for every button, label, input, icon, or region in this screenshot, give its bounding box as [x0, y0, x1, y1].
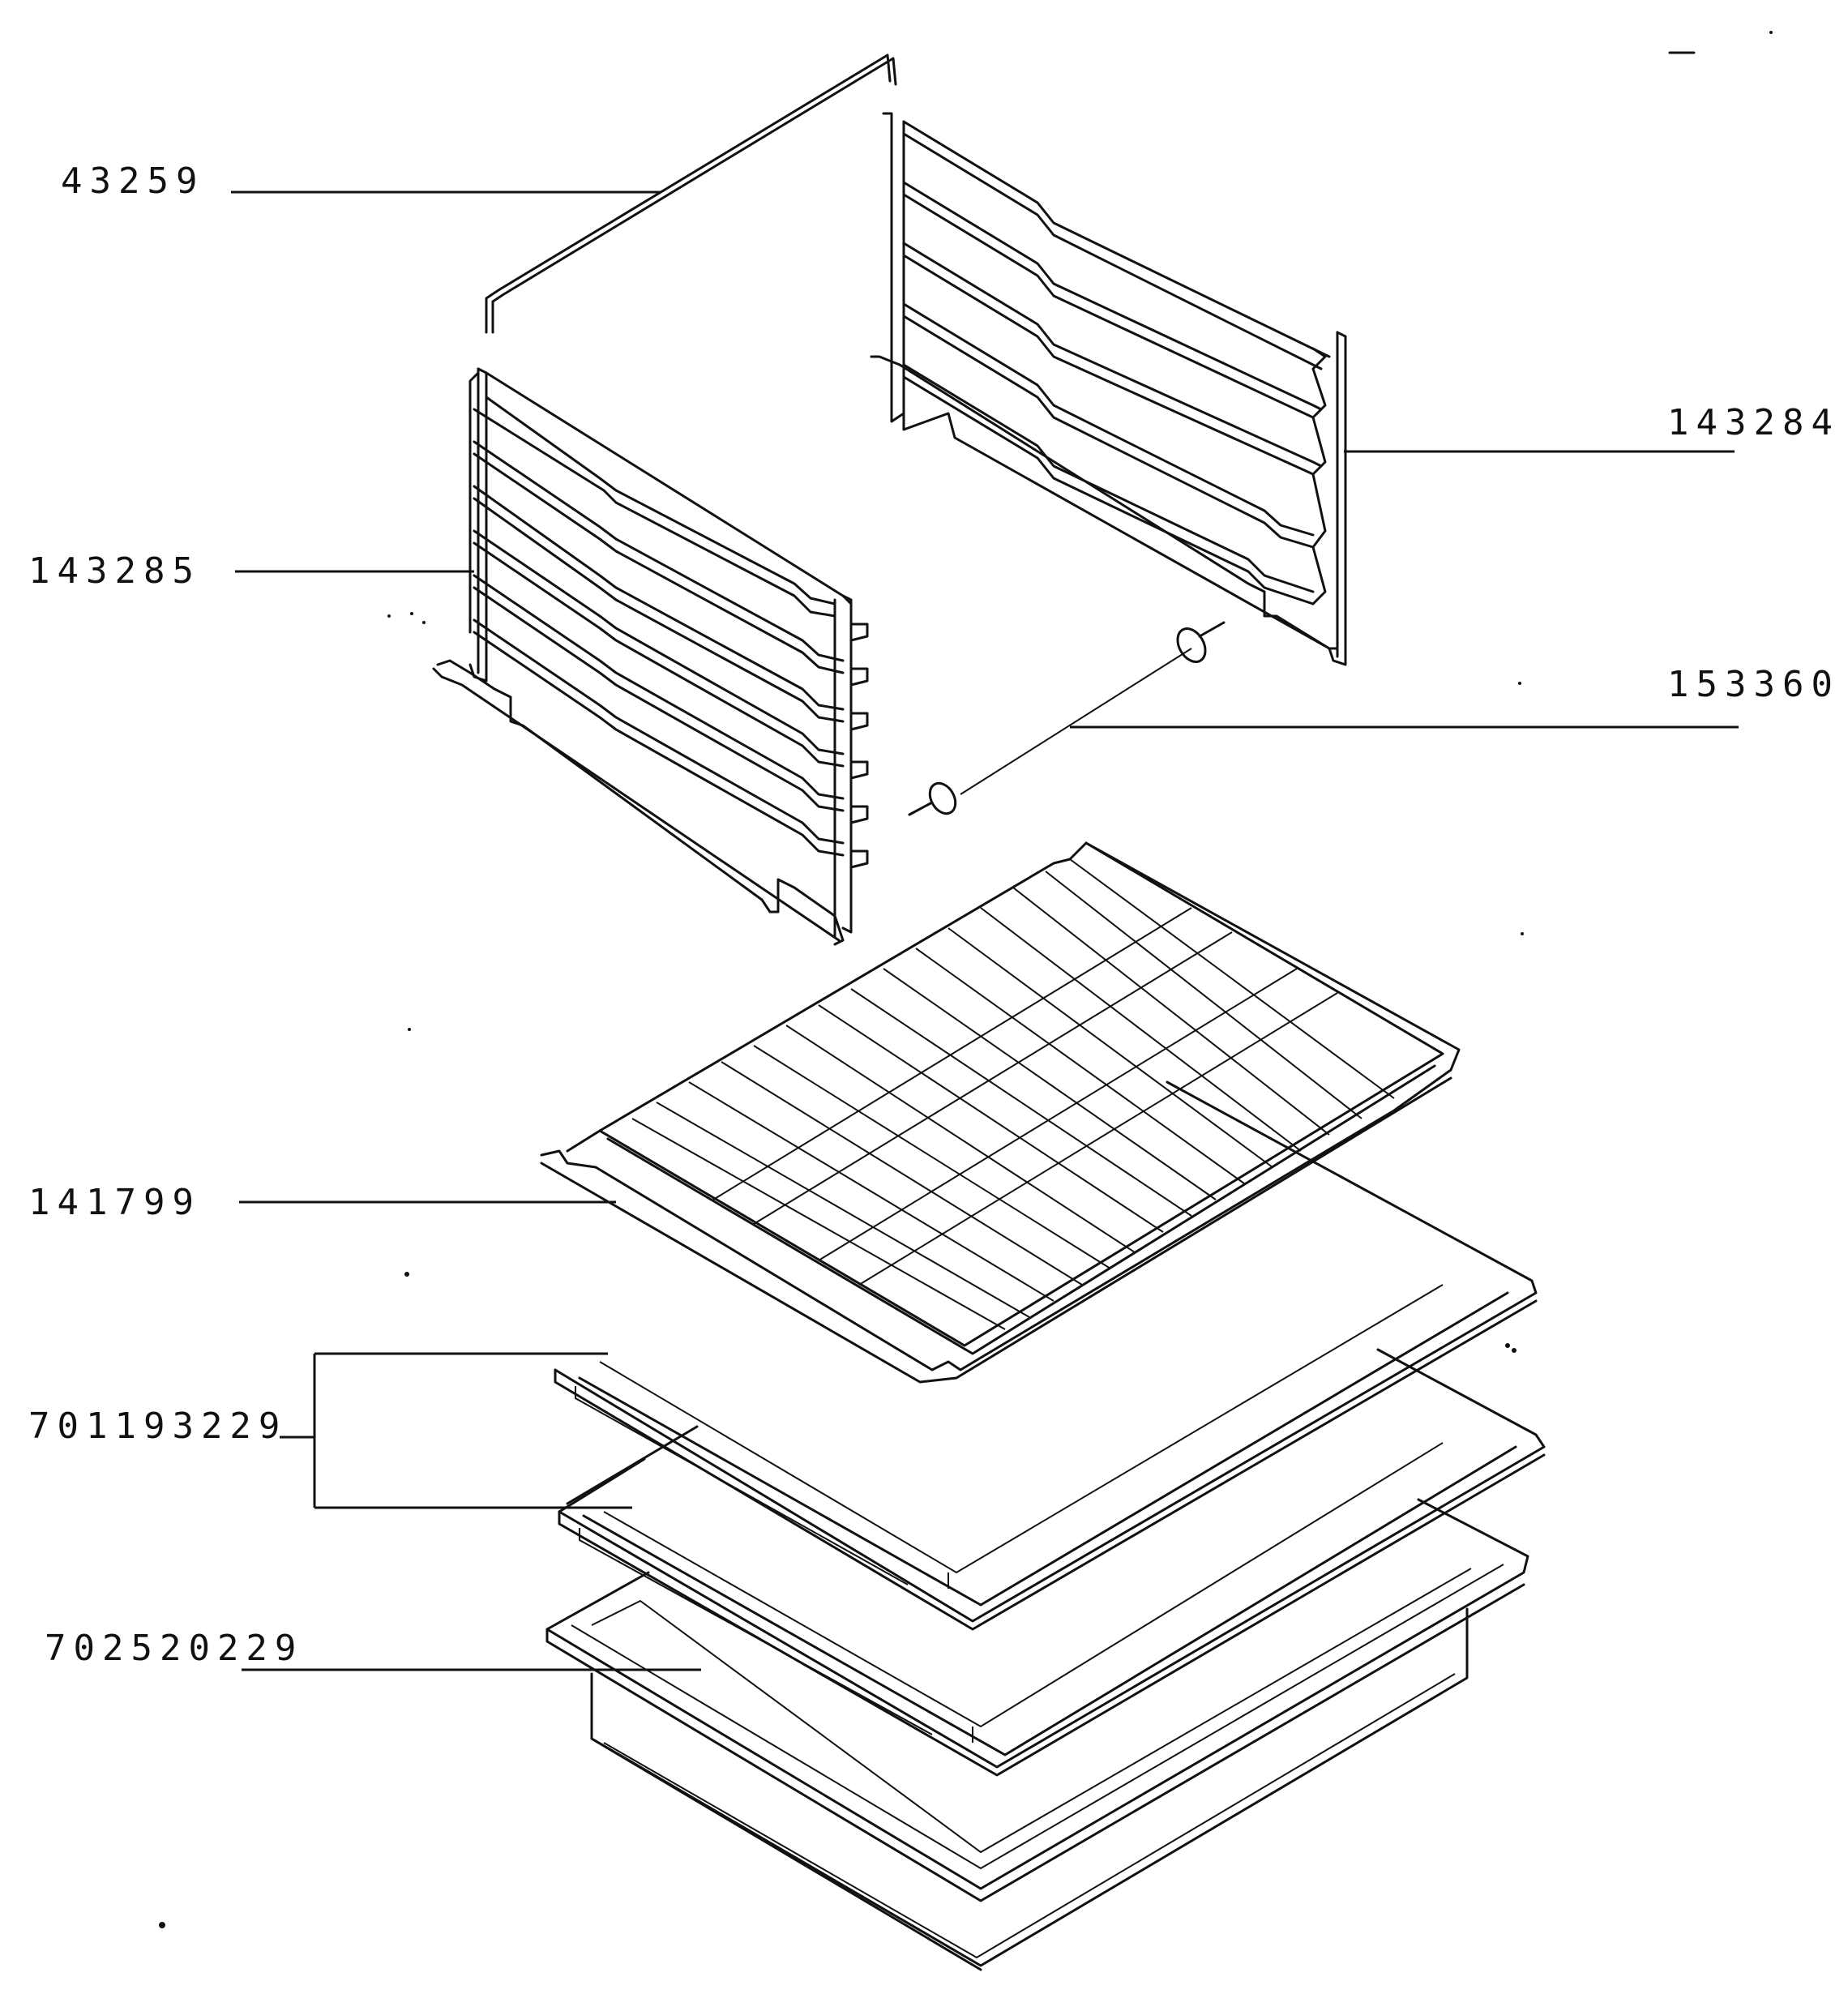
- oven-grid-shelf-drawing: [540, 841, 1461, 1384]
- right-shelf-support-drawing: [870, 112, 1347, 666]
- part-number-143284: 143284: [1667, 402, 1840, 443]
- part-number-43259: 43259: [61, 160, 205, 202]
- part-number-702520229: 702520229: [45, 1628, 304, 1669]
- fixing-screws-drawing: [908, 621, 1226, 816]
- part-number-153360: 153360: [1667, 664, 1840, 705]
- leader-lines: [231, 190, 1739, 1671]
- scan-specks: [159, 31, 1773, 1928]
- part-number-143285: 143285: [28, 550, 201, 592]
- shallow-baking-trays-drawing: [554, 1080, 1546, 1777]
- part-number-141799: 141799: [28, 1182, 201, 1223]
- deep-roasting-pan-drawing: [545, 1498, 1529, 1971]
- left-shelf-support-drawing: [432, 367, 869, 946]
- wire-retainer-drawing: [485, 53, 897, 334]
- part-number-701193229: 701193229: [28, 1406, 288, 1447]
